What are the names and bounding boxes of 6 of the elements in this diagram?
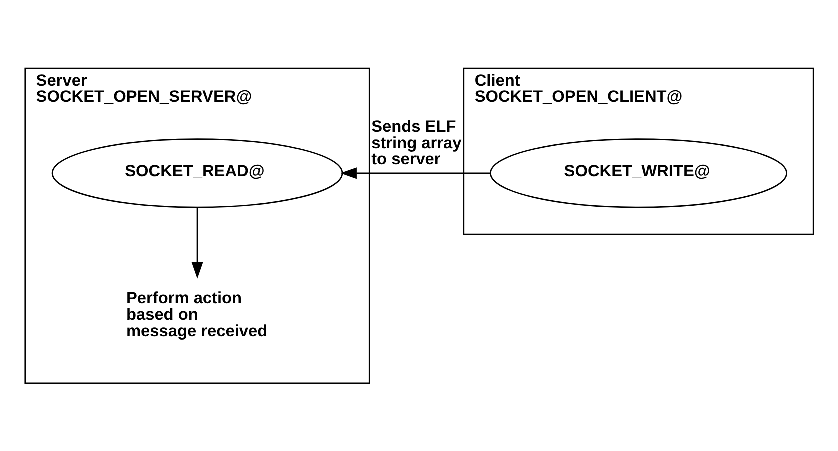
edge-label: Sends ELF string array to server xyxy=(371,117,462,168)
node-ellipse: SOCKET_READ@ xyxy=(51,138,343,208)
arrow xyxy=(191,206,203,278)
arrow xyxy=(340,167,490,179)
node-ellipse: SOCKET_WRITE@ xyxy=(490,138,787,208)
node-text: Perform action based on message received xyxy=(126,289,268,340)
